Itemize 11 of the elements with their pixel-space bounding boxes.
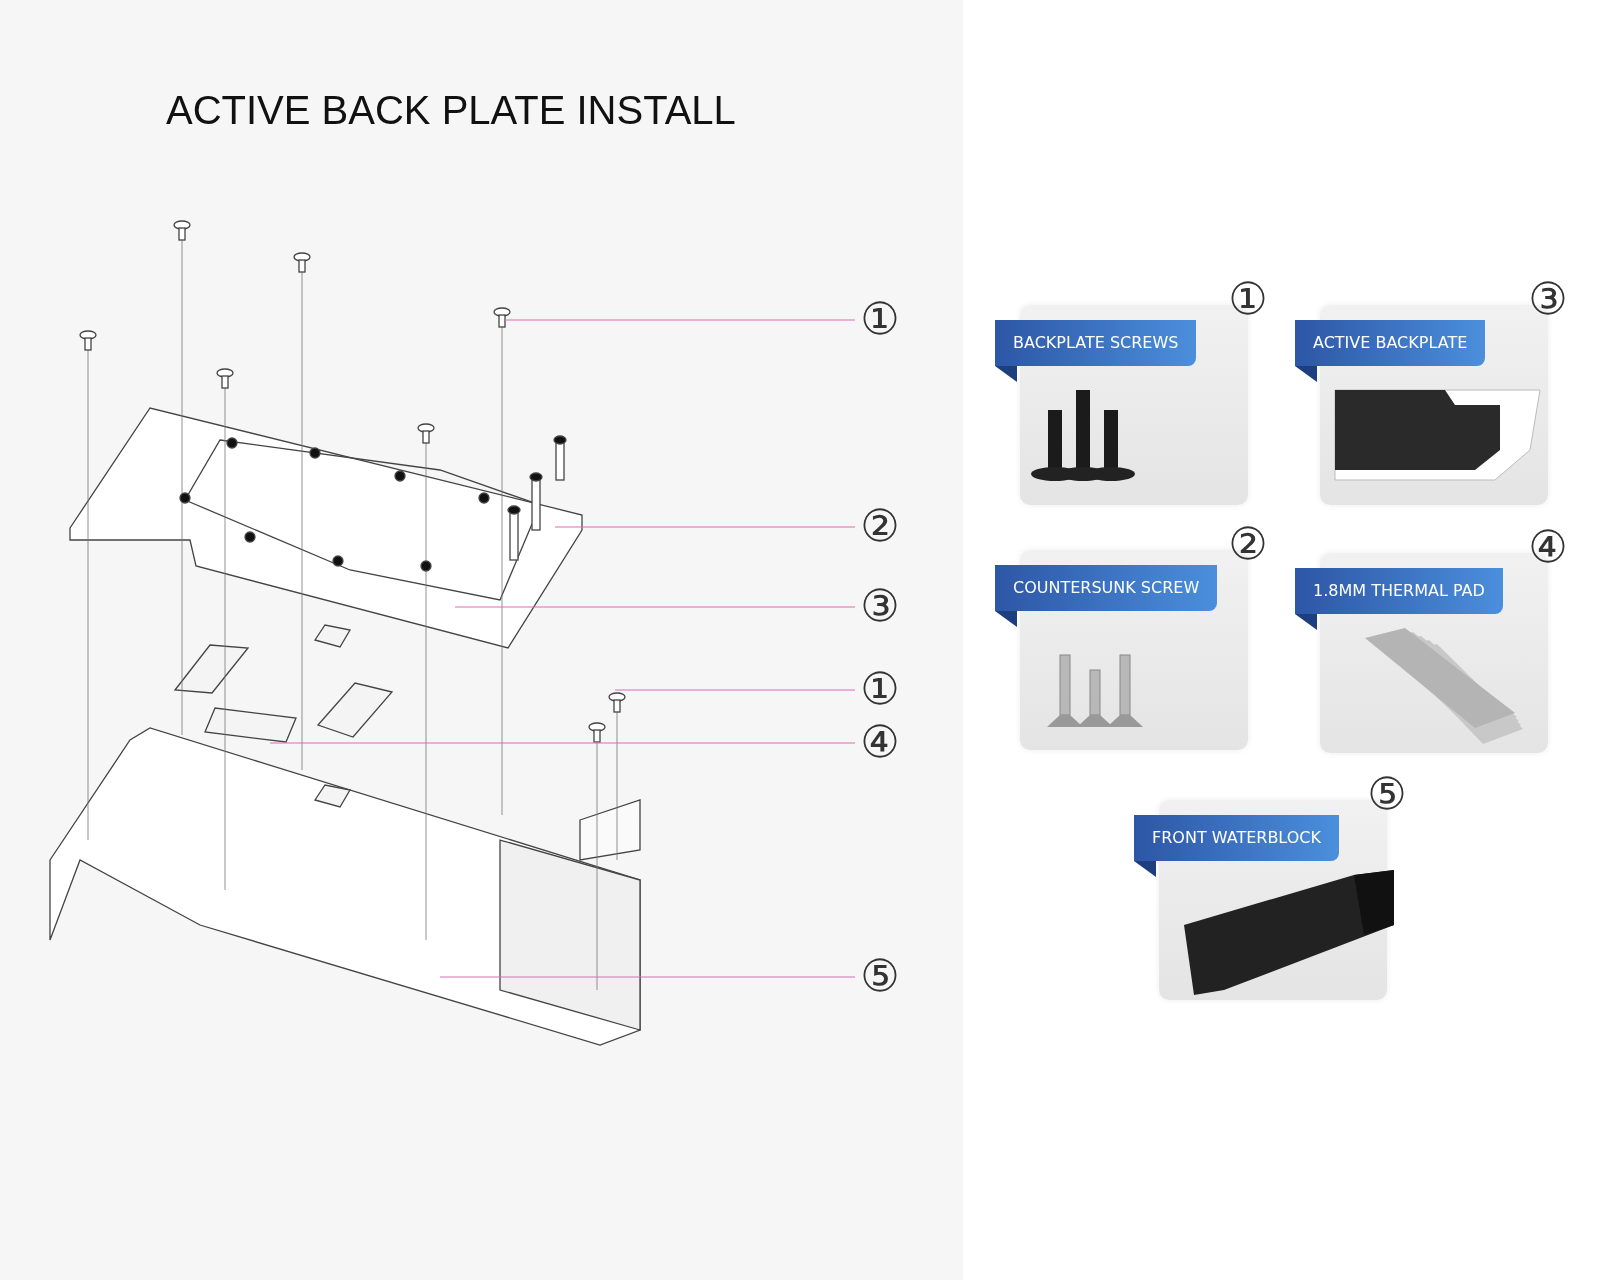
page-title: ACTIVE BACK PLATE INSTALL <box>166 88 736 133</box>
callout-number: ② <box>1227 520 1269 568</box>
callout-number: ③ <box>1527 275 1569 323</box>
title-banner: BACKPLATE SCREWS <box>995 320 1197 366</box>
callout-number: ⑤ <box>1366 770 1408 818</box>
callout-number: ④ <box>1527 523 1569 571</box>
callout-number: ① <box>1227 275 1269 323</box>
title-banner: COUNTERSUNK SCREW <box>995 565 1218 611</box>
title-banner: ACTIVE BACKPLATE <box>1295 320 1486 366</box>
title-banner: 1.8MM THERMAL PAD <box>1295 568 1503 614</box>
title-banner: FRONT WATERBLOCK <box>1134 815 1339 861</box>
